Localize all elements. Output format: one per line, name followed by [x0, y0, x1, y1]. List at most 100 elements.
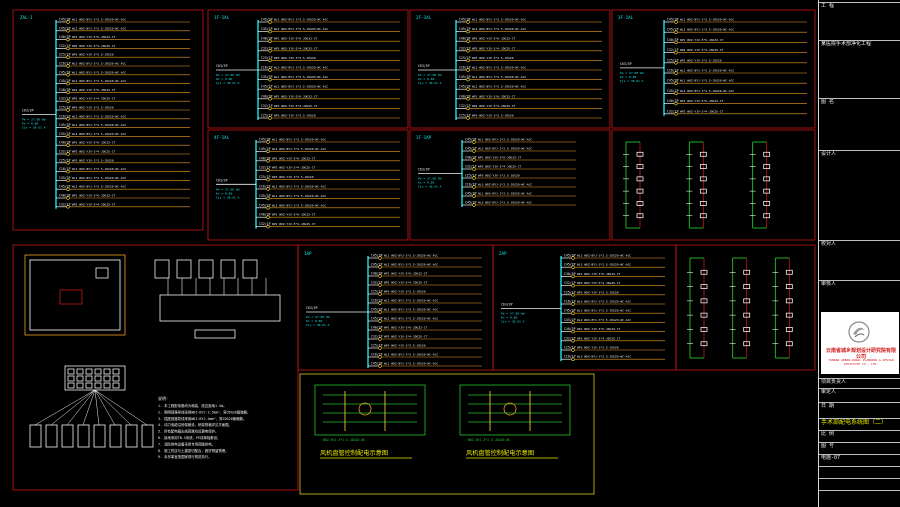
- breaker-rating-label: C45/2P: [59, 185, 71, 189]
- circuit-cable-label: WP2 WDZ-YJV-5*4-JDG25-CT: [472, 104, 516, 108]
- equipment-symbol: [154, 259, 170, 279]
- breaker-symbol: [466, 97, 470, 101]
- distribution-cell: [85, 368, 93, 375]
- circuit-cable-label: WP2 WDZ-YJV-5*4-JDG25-CT: [72, 97, 116, 101]
- fan-motor-symbol: [358, 402, 372, 416]
- breaker-rating-label: C40/3P: [465, 156, 477, 160]
- distribution-cell: [76, 368, 84, 375]
- circuit-cable-label: WL3 WDZ-BYJ-3*2.5-JDG20-WC-ACC: [577, 355, 631, 359]
- breaker-rating-label: C45/3P: [371, 254, 383, 258]
- breaker-symbol: [66, 55, 70, 59]
- breaker-rating-label: C45/3P: [459, 75, 471, 79]
- breaker-symbol: [266, 168, 270, 172]
- circuit-cable-label: WL1 WDZ-BYJ-3*2.5-JDG20-WC-ACC: [472, 75, 526, 79]
- relay-coil-symbol: [743, 341, 751, 347]
- breaker-symbol: [266, 177, 270, 182]
- led-controller-box: [194, 329, 236, 339]
- breaker-symbol: [66, 29, 70, 33]
- breaker-symbol: [674, 112, 678, 116]
- load-param-label: Pe = 27.00 kW: [22, 117, 46, 121]
- breaker-rating-label: C25/1P: [459, 56, 471, 60]
- breaker-symbol: [571, 357, 575, 361]
- breaker-rating-label: C32/1P: [371, 281, 383, 285]
- load-param-label: Pe = 27.00 kW: [418, 73, 442, 77]
- breaker-rating-label: C25/1P: [261, 114, 273, 118]
- panel-id-label: 2AP: [499, 251, 507, 256]
- feeder-line: [82, 389, 96, 426]
- breaker-symbol: [466, 87, 470, 91]
- circuit-cable-label: WP3 WDZ-YJV-3*2.5-JDG20: [72, 158, 114, 162]
- circuit-cable-label: WL1 WDZ-BYJ-3*2.5-JDG20-WC-ACC: [577, 254, 631, 258]
- breaker-rating-label: C32/1P: [59, 44, 71, 48]
- relay-coil-symbol: [699, 201, 707, 206]
- breaker-symbol: [268, 20, 272, 24]
- circuit-cable-label: WL2 WDZ-BYJ-3*2.5-JDG20-WC-ACC: [274, 27, 328, 31]
- distribution-cell: [103, 375, 111, 382]
- distribution-cell: [85, 382, 93, 389]
- breaker-rating-label: C32/1P: [59, 150, 71, 154]
- breaker-rating-label: C40/3P: [459, 94, 471, 98]
- load-param-label: Ijs = 38.61 A: [216, 81, 240, 85]
- panel-frame-1f-ap: [409, 129, 611, 241]
- floor-plan-inner: [29, 259, 121, 331]
- load-param-label: Pe = 27.00 kW: [306, 315, 330, 319]
- feeder-line: [66, 389, 96, 426]
- panel-id-label: 4F-1AL: [214, 135, 230, 140]
- breaker-rating-label: C16/1P: [259, 185, 271, 189]
- load-param-label: Kx = 0.80: [216, 191, 232, 195]
- device-wiring-box: [159, 294, 281, 322]
- relay-coil-symbol: [636, 213, 644, 219]
- relay-coil-symbol: [636, 188, 644, 194]
- fan-coil-frame: [299, 373, 595, 495]
- breaker-symbol: [66, 64, 70, 68]
- breaker-symbol: [674, 40, 678, 45]
- breaker-rating-label: C45/2P: [59, 79, 71, 83]
- circuit-cable-label: WL2 WDZ-BYJ-3*2.5-JDG20-WC-ACC: [72, 26, 126, 30]
- circuit-cable-label: WL3 WDZ-BYJ-3*2.5-JDG20-WC-ACC: [384, 353, 438, 357]
- breaker-rating-label: C40/3P: [371, 326, 383, 330]
- panel-id-label: 1F-1AP: [416, 135, 432, 140]
- breaker-rating-label: C45/3P: [465, 138, 477, 142]
- circuit-cable-label: WP1 WDZ-YJV-5*6-JDG32-CT: [384, 326, 428, 330]
- breaker-rating-label: C16/1P: [371, 299, 383, 303]
- relay-coil-symbol: [636, 164, 644, 169]
- circuit-cable-label: WP2 WDZ-YJV-5*4-JDG25-CT: [72, 202, 116, 206]
- circuit-cable-label: WP1 WDZ-YJV-5*6-JDG32-CT: [274, 37, 318, 41]
- breaker-rating-label: C16/1P: [59, 114, 71, 118]
- breaker-rating-label: C32/1P: [259, 222, 271, 226]
- breaker-rating-label: C45/2P: [667, 89, 679, 93]
- breaker-symbol: [571, 320, 575, 325]
- circuit-cable-label: WP1 WDZ-YJV-5*6-JDG32-CT: [472, 94, 516, 98]
- breaker-rating-label: C32/1P: [371, 335, 383, 339]
- panel-id-label: 1AP: [304, 251, 312, 256]
- distribution-cell: [103, 368, 111, 375]
- led-panel-box: [109, 424, 122, 448]
- company-name-en: YUNNAN URBAN-RURAL PLANNING & DESIGN INS…: [828, 358, 894, 366]
- equipment-symbol: [220, 259, 236, 279]
- breaker-rating-label: C16/1P: [59, 167, 71, 171]
- breaker-rating-label: C45/3P: [59, 176, 71, 180]
- note-line: 8. 施工时应与土建密切配合，做好预留预埋。: [158, 448, 229, 453]
- breaker-rating-label: C25/1P: [564, 290, 576, 294]
- circuit-cable-label: WP3 WDZ-YJV-3*2.5-JDG20: [472, 114, 514, 118]
- note-line: 3. 插座回路导线采用WDZ-BYJ-4mm²，穿JDG20管暗敷。: [158, 416, 246, 421]
- circuit-cable-label: WL1 WDZ-BYJ-3*2.5-JDG20-WC-ACC: [680, 79, 734, 83]
- circuit-cable-label: WL3 WDZ-BYJ-3*2.5-JDG20-WC-ACC: [274, 66, 328, 70]
- breaker-symbol: [66, 99, 70, 103]
- circuit-cable-label: WP2 WDZ-YJV-5*4-JDG25-CT: [472, 46, 516, 50]
- breaker-symbol: [466, 49, 470, 53]
- circuit-cable-label: WP2 WDZ-YJV-5*4-JDG25-CT: [72, 44, 116, 48]
- title-block-row: 日 期: [819, 402, 900, 418]
- breaker-symbol: [66, 169, 70, 174]
- distribution-cell: [94, 368, 102, 375]
- relay-coil-symbol: [763, 151, 771, 157]
- breaker-rating-label: C16/1P: [459, 66, 471, 70]
- breaker-rating-label: C45/3P: [371, 308, 383, 312]
- circuit-cable-label: WL2 WDZ-BYJ-3*2.5-JDG20-WC-ACC: [274, 85, 328, 89]
- main-breaker-label: C63/3P: [216, 178, 228, 182]
- circuit-cable-label: WP1 WDZ-YJV-5*6-JDG32-CT: [577, 272, 621, 276]
- breaker-rating-label: C45/3P: [261, 18, 273, 22]
- title-block-row: 图 号: [819, 442, 900, 454]
- panel-frame-1f: [207, 9, 409, 129]
- breaker-symbol: [268, 106, 272, 111]
